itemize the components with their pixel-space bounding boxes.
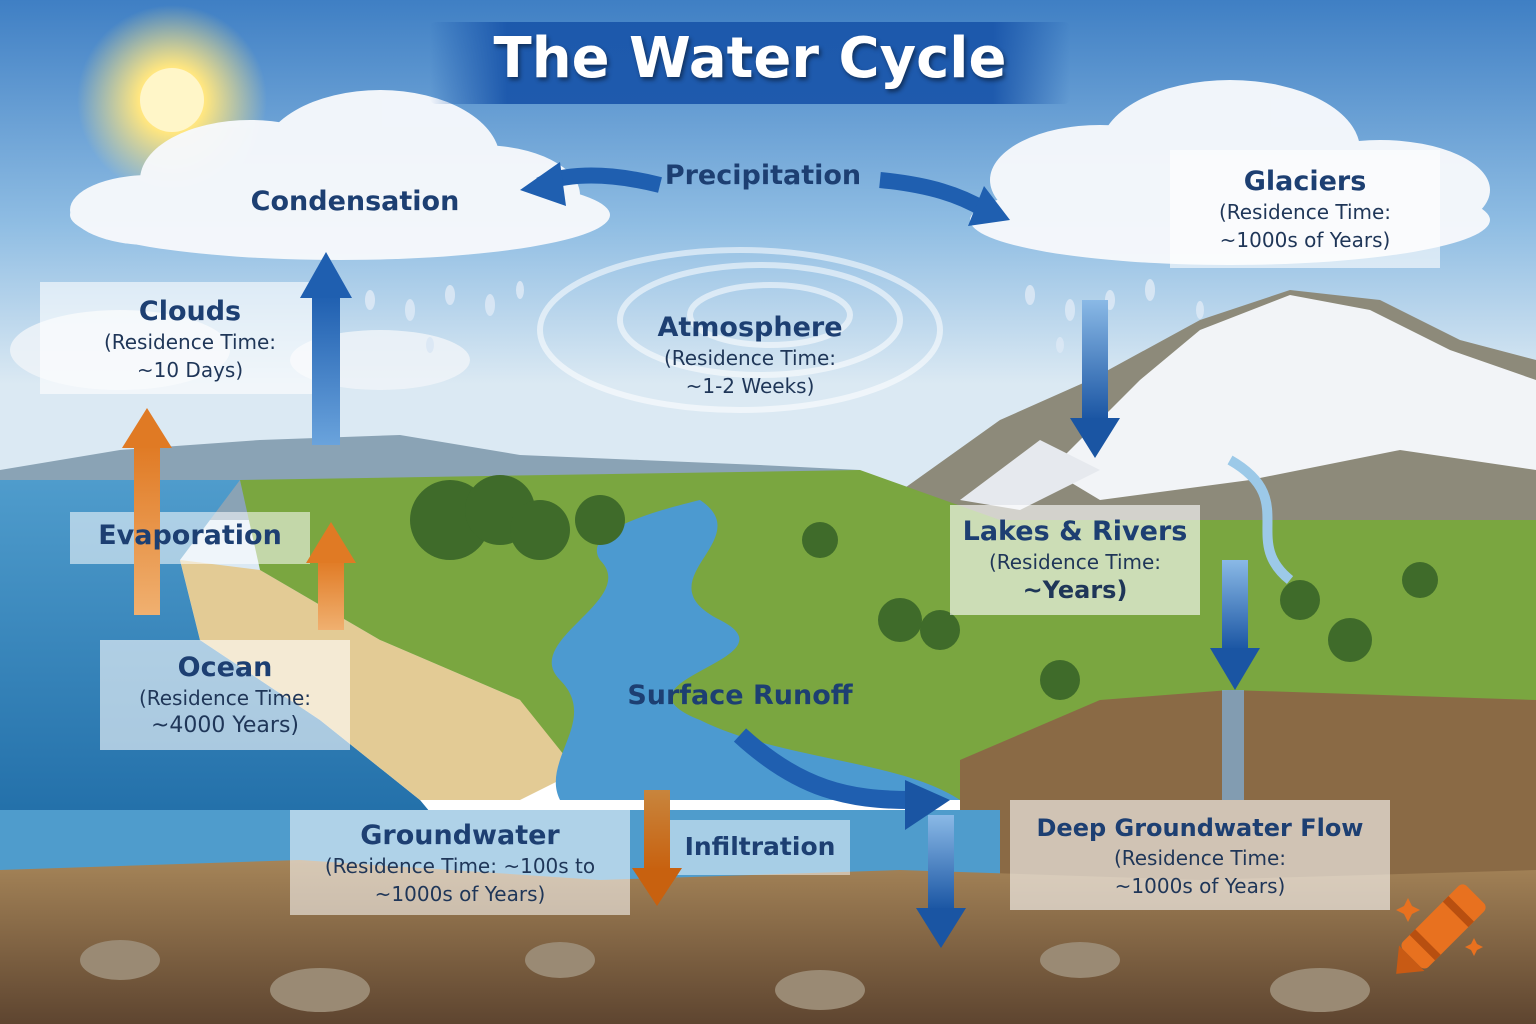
deep-flow-arrow-down <box>916 815 966 948</box>
ocean-residence-line1: (Residence Time: <box>138 686 312 710</box>
stream <box>1227 455 1294 584</box>
groundwater-name: Groundwater <box>360 820 560 851</box>
groundwater-reservoir: Groundwater (Residence Time: ~100s to ~1… <box>290 820 630 908</box>
left-cloud <box>70 90 610 260</box>
evaporation-arrow-left <box>122 408 172 615</box>
clouds-name: Clouds <box>138 296 242 327</box>
groundwater-residence-line1: (Residence Time: ~100s to <box>324 854 596 878</box>
clouds-panel <box>40 282 340 394</box>
infiltration-arrow-down <box>632 790 682 906</box>
crayon-logo-icon <box>1396 884 1486 974</box>
precipitation-arrow-right <box>879 172 1010 226</box>
deep-groundwater-arrow-down <box>1222 690 1244 800</box>
surface-runoff-label: Surface Runoff <box>627 680 853 711</box>
ocean-name: Ocean <box>177 652 273 683</box>
precipitation-label: Precipitation <box>664 160 862 191</box>
glaciers-residence-line1: (Residence Time: <box>1218 200 1392 224</box>
rain-drops <box>365 279 1204 353</box>
atmosphere-reservoir: Atmosphere (Residence Time: ~1-2 Weeks) <box>600 312 900 400</box>
glaciers-panel <box>1170 150 1440 268</box>
lakes-panel <box>950 505 1200 615</box>
lakes-rivers-reservoir: Lakes & Rivers (Residence Time: ~Years) <box>950 516 1200 604</box>
river <box>551 500 960 800</box>
beach <box>180 560 600 800</box>
ocean-residence-line2: ~4000 Years) <box>150 713 300 738</box>
clouds-residence-line1: (Residence Time: <box>103 330 277 354</box>
condensation-label: Condensation <box>250 186 460 217</box>
page-title: The Water Cycle <box>493 26 1007 91</box>
sparkle-icon <box>1396 898 1483 956</box>
clouds-residence-line2: ~10 Days) <box>136 358 244 382</box>
glaciers-name: Glaciers <box>1243 166 1367 197</box>
mountains <box>860 290 1536 560</box>
deep-groundwater-panel <box>1010 800 1390 910</box>
atmosphere-swirl <box>537 247 943 413</box>
lakes-rivers-residence-line2: ~Years) <box>1022 576 1128 604</box>
deep-groundwater-residence-line1: (Residence Time: <box>1113 846 1287 870</box>
lakes-rivers-name: Lakes & Rivers <box>962 516 1188 547</box>
evaporation-arrow-right <box>306 522 356 630</box>
lakes-to-ground-arrow <box>1210 560 1260 690</box>
condensation-arrow-up <box>300 252 352 445</box>
evaporation-label: Evaporation <box>98 520 282 551</box>
lakes-rivers-residence-line1: (Residence Time: <box>988 550 1162 574</box>
groundwater-residence-line2: ~1000s of Years) <box>374 882 546 906</box>
ocean-reservoir: Ocean (Residence Time: ~4000 Years) <box>100 652 350 740</box>
infiltration-panel <box>670 820 850 875</box>
atmosphere-residence-line1: (Residence Time: <box>663 346 837 370</box>
glacier-melt-arrow <box>1070 300 1120 458</box>
evaporation-panel <box>70 512 310 564</box>
atmosphere-residence-line2: ~1-2 Weeks) <box>685 374 815 398</box>
glaciers-residence-line2: ~1000s of Years) <box>1219 228 1391 252</box>
precipitation-arrow-left <box>520 162 662 206</box>
ocean-panel <box>100 640 350 750</box>
title-banner <box>430 22 1070 104</box>
deep-groundwater-residence-line2: ~1000s of Years) <box>1114 874 1286 898</box>
infiltration-label: Infiltration <box>684 832 836 861</box>
glaciers-reservoir: Glaciers (Residence Time: ~1000s of Year… <box>1170 166 1440 254</box>
deep-groundwater-reservoir: Deep Groundwater Flow (Residence Time: ~… <box>1010 812 1390 900</box>
surface-runoff-arrow <box>733 728 950 830</box>
groundwater-panel <box>290 810 630 915</box>
atmosphere-name: Atmosphere <box>657 312 843 343</box>
clouds-reservoir: Clouds (Residence Time: ~10 Days) <box>40 296 340 384</box>
rocks <box>80 940 1370 1012</box>
deep-groundwater-name: Deep Groundwater Flow <box>1036 814 1364 842</box>
trees <box>410 475 1438 700</box>
